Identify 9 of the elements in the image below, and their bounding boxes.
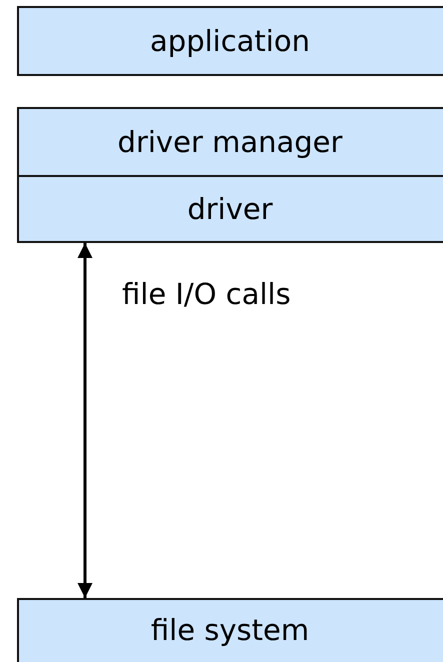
layer-box xyxy=(17,598,443,662)
layer-box xyxy=(17,107,443,177)
layer-box xyxy=(17,175,443,243)
layer-label: driver manager xyxy=(118,128,342,156)
layer-label: file system xyxy=(150,616,310,644)
layer-label: driver xyxy=(187,194,273,224)
double-arrow xyxy=(78,243,92,598)
layer-label: application xyxy=(150,26,310,56)
layer-box xyxy=(17,6,443,76)
